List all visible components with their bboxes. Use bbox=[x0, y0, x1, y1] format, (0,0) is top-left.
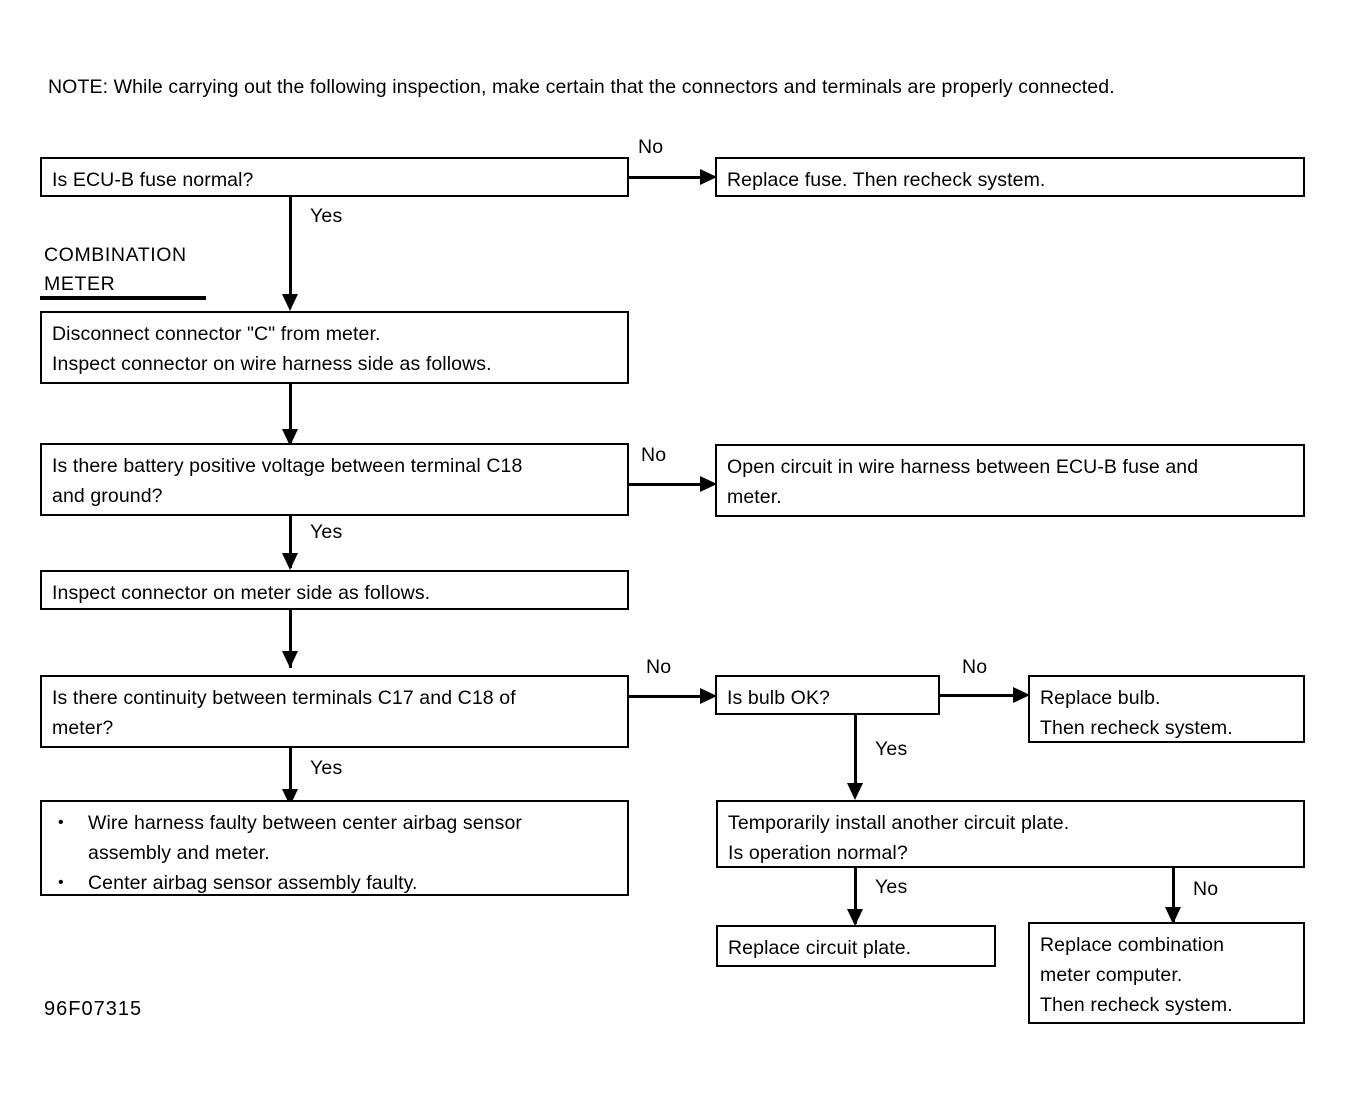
node-replace-circuit-plate[interactable]: Replace circuit plate. bbox=[716, 925, 996, 967]
node-fuse-check-line1: Is ECU-B fuse normal? bbox=[52, 169, 254, 191]
edge-line-plate-yes bbox=[854, 868, 857, 924]
edge-label-bulb-yes: Yes bbox=[875, 738, 908, 760]
node-continuity-check-line1: Is there continuity between terminals C1… bbox=[52, 687, 516, 709]
node-voltage-check-line2: and ground? bbox=[52, 485, 163, 507]
edge-label-fuse-no: No bbox=[638, 136, 664, 158]
node-replace-meter-computer[interactable]: Replace combination meter computer. Then… bbox=[1028, 922, 1305, 1024]
edge-arrowhead-plate-yes bbox=[847, 909, 863, 926]
section-label-line2: METER bbox=[44, 273, 116, 295]
node-fuse-check[interactable]: Is ECU-B fuse normal? bbox=[40, 157, 629, 197]
node-disconnect[interactable]: Disconnect connector "C" from meter. Ins… bbox=[40, 311, 629, 384]
edge-line-bulb-no bbox=[940, 694, 1017, 697]
edge-line-voltage-yes bbox=[289, 516, 292, 568]
edge-label-voltage-yes: Yes bbox=[310, 521, 343, 543]
node-replace-bulb-line2: Then recheck system. bbox=[1040, 717, 1233, 739]
node-open-circuit-line1: Open circuit in wire harness between ECU… bbox=[727, 456, 1199, 478]
node-disconnect-line2: Inspect connector on wire harness side a… bbox=[52, 353, 492, 375]
node-voltage-check[interactable]: Is there battery positive voltage betwee… bbox=[40, 443, 629, 516]
edge-line-continuity-no bbox=[629, 695, 704, 698]
node-replace-meter-computer-line2: meter computer. bbox=[1040, 964, 1183, 986]
edge-label-plate-no: No bbox=[1193, 878, 1219, 900]
node-open-circuit-line2: meter. bbox=[727, 486, 782, 508]
faulty-result-bullet-2: Center airbag sensor assembly faulty. bbox=[52, 868, 617, 898]
node-replace-fuse-line1: Replace fuse. Then recheck system. bbox=[727, 169, 1046, 191]
section-label-line1: COMBINATION bbox=[44, 244, 187, 266]
edge-label-bulb-no: No bbox=[962, 656, 988, 678]
node-replace-circuit-plate-line1: Replace circuit plate. bbox=[728, 937, 912, 959]
edge-label-continuity-no: No bbox=[646, 656, 672, 678]
node-continuity-check[interactable]: Is there continuity between terminals C1… bbox=[40, 675, 629, 748]
edge-arrowhead-fuse-yes bbox=[282, 294, 298, 311]
edge-line-bulb-yes bbox=[854, 715, 857, 787]
node-inspect-meter-side[interactable]: Inspect connector on meter side as follo… bbox=[40, 570, 629, 610]
edge-label-continuity-yes: Yes bbox=[310, 757, 343, 779]
edge-arrowhead-disconnect-to-voltage bbox=[282, 429, 298, 446]
node-circuit-plate-check-line1: Temporarily install another circuit plat… bbox=[728, 812, 1070, 834]
node-faulty-result[interactable]: Wire harness faulty between center airba… bbox=[40, 800, 629, 898]
node-bulb-check-line1: Is bulb OK? bbox=[727, 687, 830, 709]
faulty-result-bullet-2-line1: Center airbag sensor assembly faulty. bbox=[88, 872, 418, 894]
edge-arrowhead-voltage-yes bbox=[282, 553, 298, 570]
section-label-underline bbox=[40, 296, 206, 300]
edge-arrowhead-fuse-no bbox=[700, 169, 717, 185]
edge-label-voltage-no: No bbox=[641, 444, 667, 466]
node-replace-bulb-line1: Replace bulb. bbox=[1040, 687, 1161, 709]
faulty-result-bullet-1: Wire harness faulty between center airba… bbox=[52, 808, 617, 868]
faulty-result-bullet-1-line1: Wire harness faulty between center airba… bbox=[88, 812, 523, 834]
edge-arrowhead-continuity-no bbox=[700, 688, 717, 704]
edge-arrowhead-bulb-no bbox=[1013, 687, 1030, 703]
node-circuit-plate-check-line2: Is operation normal? bbox=[728, 842, 908, 864]
node-disconnect-line1: Disconnect connector "C" from meter. bbox=[52, 323, 381, 345]
node-replace-meter-computer-line1: Replace combination bbox=[1040, 934, 1225, 956]
edge-line-voltage-no bbox=[629, 483, 704, 486]
faulty-result-bullet-1-line2: assembly and meter. bbox=[88, 842, 270, 864]
figure-code: 96F07315 bbox=[44, 998, 143, 1020]
node-circuit-plate-check[interactable]: Temporarily install another circuit plat… bbox=[716, 800, 1305, 868]
edge-arrowhead-inspect-to-continuity bbox=[282, 651, 298, 668]
edge-label-plate-yes: Yes bbox=[875, 876, 908, 898]
edge-line-plate-no bbox=[1172, 868, 1175, 922]
edge-label-fuse-yes: Yes bbox=[310, 205, 343, 227]
node-open-circuit[interactable]: Open circuit in wire harness between ECU… bbox=[715, 444, 1305, 517]
edge-line-fuse-no bbox=[629, 176, 704, 179]
node-replace-bulb[interactable]: Replace bulb. Then recheck system. bbox=[1028, 675, 1305, 743]
note-text: NOTE: While carrying out the following i… bbox=[48, 76, 1115, 98]
node-inspect-meter-side-line1: Inspect connector on meter side as follo… bbox=[52, 582, 431, 604]
node-replace-fuse[interactable]: Replace fuse. Then recheck system. bbox=[715, 157, 1305, 197]
edge-line-fuse-yes bbox=[289, 197, 292, 299]
node-replace-meter-computer-line3: Then recheck system. bbox=[1040, 994, 1233, 1016]
edge-line-continuity-yes bbox=[289, 748, 292, 804]
node-bulb-check[interactable]: Is bulb OK? bbox=[715, 675, 940, 715]
edge-arrowhead-voltage-no bbox=[700, 476, 717, 492]
edge-arrowhead-plate-no bbox=[1165, 907, 1181, 924]
edge-line-inspect-to-continuity bbox=[289, 610, 292, 668]
edge-arrowhead-bulb-yes bbox=[847, 783, 863, 800]
node-voltage-check-line1: Is there battery positive voltage betwee… bbox=[52, 455, 523, 477]
edge-line-disconnect-to-voltage bbox=[289, 384, 292, 446]
node-continuity-check-line2: meter? bbox=[52, 717, 114, 739]
